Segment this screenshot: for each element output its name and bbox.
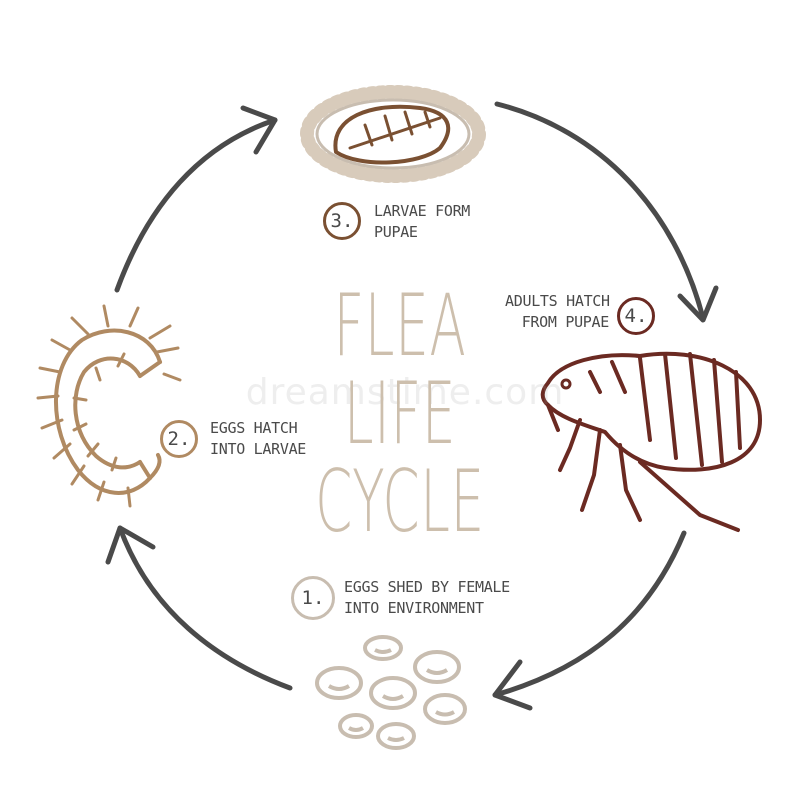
arrow-top-right-icon (494, 101, 719, 323)
step-3-badge: 3. (323, 202, 361, 240)
step-4-label: ADULTS HATCH FROM PUPAE (505, 291, 610, 333)
step-2-label: EGGS HATCH INTO LARVAE (210, 418, 306, 460)
adult-flea-icon (540, 351, 762, 532)
pupa-icon (300, 85, 486, 183)
arrow-top-left-icon (114, 105, 278, 293)
step-1-line-1: EGGS SHED BY FEMALE (344, 578, 510, 596)
step-1-badge: 1. (291, 576, 335, 620)
step-3-label: LARVAE FORM PUPAE (374, 201, 470, 243)
step-2-badge: 2. (160, 420, 198, 458)
eggs-icon (315, 635, 467, 750)
step-4-line-1: ADULTS HATCH (505, 292, 610, 310)
step-1-label: EGGS SHED BY FEMALE INTO ENVIRONMENT (344, 577, 510, 619)
step-1-line-2: INTO ENVIRONMENT (344, 599, 484, 617)
larva-icon (36, 304, 182, 508)
step-4-line-2: FROM PUPAE (521, 313, 610, 331)
step-3-line-1: LARVAE FORM (374, 202, 471, 220)
step-2-line-2: INTO LARVAE (210, 440, 307, 458)
step-3-line-2: PUPAE (374, 223, 418, 241)
title-line-2: LIFE (343, 364, 457, 464)
arrow-bottom-right-icon (492, 530, 687, 711)
step-2-line-1: EGGS HATCH (210, 419, 298, 437)
watermark-text: dreamstime.com (245, 372, 565, 413)
arrow-bottom-left-icon (105, 525, 293, 691)
title-line-3: CYCLE (315, 452, 485, 552)
title-line-1: FLEA (333, 276, 467, 376)
step-4-badge: 4. (617, 297, 655, 335)
